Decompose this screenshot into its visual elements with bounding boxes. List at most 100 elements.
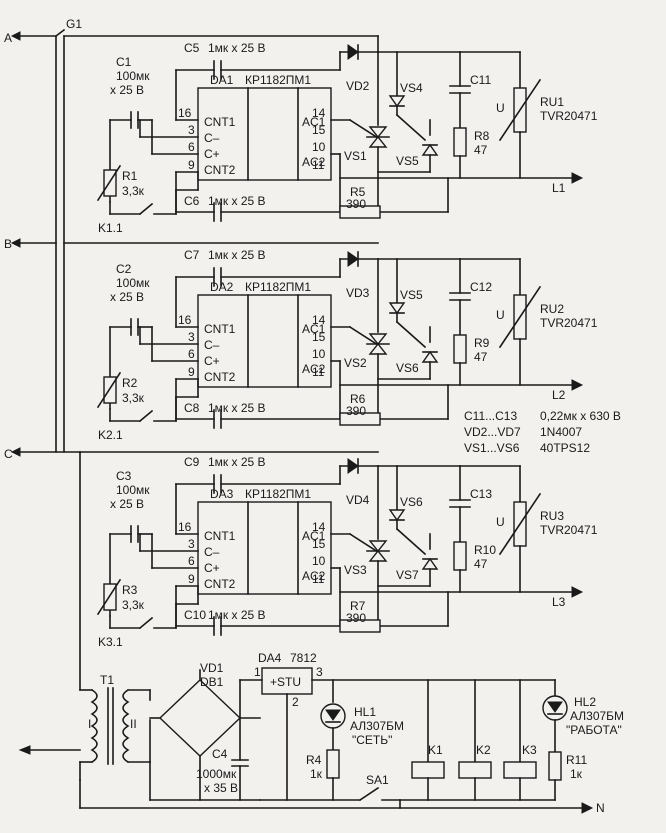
svg-text:C5: C5 bbox=[184, 41, 200, 55]
svg-text:100мк: 100мк bbox=[116, 276, 150, 290]
svg-text:HL2: HL2 bbox=[574, 695, 596, 709]
svg-text:CNT2: CNT2 bbox=[204, 370, 236, 384]
svg-text:1000мк: 1000мк bbox=[196, 767, 237, 781]
svg-text:+STU: +STU bbox=[270, 675, 301, 689]
svg-text:C+: C+ bbox=[204, 147, 220, 161]
svg-text:AC2: AC2 bbox=[302, 569, 326, 583]
svg-text:47: 47 bbox=[474, 557, 488, 571]
svg-text:C11...C13: C11...C13 bbox=[464, 409, 517, 423]
svg-text:TVR20471: TVR20471 bbox=[540, 109, 598, 123]
svg-text:K3: K3 bbox=[522, 743, 537, 757]
svg-text:C12: C12 bbox=[470, 280, 492, 294]
svg-text:16: 16 bbox=[178, 313, 192, 327]
svg-text:11: 11 bbox=[312, 365, 325, 379]
svg-text:1мк x 25 В: 1мк x 25 В bbox=[208, 401, 266, 415]
svg-text:0,22мк x 630 В: 0,22мк x 630 В bbox=[540, 409, 621, 423]
svg-text:II: II bbox=[130, 717, 137, 731]
channel-1-labels: DA1 КР1182ПМ1 16 3 6 9 CNT1 C– C+ CNT2 A… bbox=[98, 41, 598, 235]
svg-text:R7: R7 bbox=[350, 599, 366, 613]
svg-text:9: 9 bbox=[188, 572, 195, 586]
svg-text:HL1: HL1 bbox=[354, 705, 376, 719]
svg-text:100мк: 100мк bbox=[116, 69, 150, 83]
svg-text:C6: C6 bbox=[184, 194, 200, 208]
svg-text:K2.1: K2.1 bbox=[98, 428, 123, 442]
svg-text:1N4007: 1N4007 bbox=[540, 425, 582, 439]
svg-text:VD2: VD2 bbox=[346, 79, 370, 93]
svg-text:VS1: VS1 bbox=[344, 149, 367, 163]
svg-text:1мк x 25 В: 1мк x 25 В bbox=[208, 608, 266, 622]
svg-text:CNT1: CNT1 bbox=[204, 529, 236, 543]
rail-a: A bbox=[4, 31, 12, 45]
svg-text:DA3: DA3 bbox=[210, 487, 234, 501]
svg-text:АЛ307БМ: АЛ307БМ bbox=[350, 719, 404, 733]
svg-text:R11: R11 bbox=[566, 753, 587, 767]
svg-text:6: 6 bbox=[188, 554, 195, 568]
svg-text:14: 14 bbox=[312, 313, 326, 327]
svg-text:3: 3 bbox=[316, 665, 323, 679]
svg-text:2: 2 bbox=[292, 695, 299, 709]
svg-text:DA2: DA2 bbox=[210, 280, 234, 294]
psu-labels: T1 I II VD1 DB1 C4 1000мк x 35 В DA4 781… bbox=[88, 651, 624, 795]
svg-text:VS7: VS7 bbox=[396, 568, 419, 582]
svg-text:C+: C+ bbox=[204, 561, 220, 575]
svg-text:x 25 В: x 25 В bbox=[110, 497, 144, 511]
svg-text:VS5: VS5 bbox=[396, 154, 419, 168]
svg-text:11: 11 bbox=[312, 572, 325, 586]
channel-1 bbox=[97, 44, 583, 222]
svg-text:I: I bbox=[88, 717, 91, 731]
svg-text:R3: R3 bbox=[122, 583, 138, 597]
svg-text:VD2...VD7: VD2...VD7 bbox=[464, 425, 521, 439]
svg-text:6: 6 bbox=[188, 140, 195, 154]
svg-text:CNT2: CNT2 bbox=[204, 577, 236, 591]
rail-c: C bbox=[4, 447, 13, 461]
svg-text:VS3: VS3 bbox=[344, 563, 367, 577]
svg-text:15: 15 bbox=[312, 537, 326, 551]
svg-text:390: 390 bbox=[346, 197, 366, 211]
svg-text:SA1: SA1 bbox=[366, 773, 389, 787]
svg-text:16: 16 bbox=[178, 520, 192, 534]
rail-b: B bbox=[4, 237, 12, 251]
channel-3 bbox=[97, 458, 583, 636]
svg-text:10: 10 bbox=[312, 554, 326, 568]
svg-text:100мк: 100мк bbox=[116, 483, 150, 497]
svg-text:L3: L3 bbox=[552, 595, 566, 609]
svg-text:390: 390 bbox=[346, 611, 366, 625]
svg-text:10: 10 bbox=[312, 140, 326, 154]
svg-text:3,3к: 3,3к bbox=[122, 184, 145, 198]
svg-text:VD1: VD1 bbox=[200, 661, 224, 675]
svg-text:КР1182ПМ1: КР1182ПМ1 bbox=[245, 487, 311, 501]
svg-text:C4: C4 bbox=[212, 747, 228, 761]
svg-text:U: U bbox=[496, 101, 505, 115]
svg-text:L2: L2 bbox=[552, 388, 566, 402]
svg-text:RU1: RU1 bbox=[540, 95, 564, 109]
svg-text:C3: C3 bbox=[116, 469, 132, 483]
svg-text:КР1182ПМ1: КР1182ПМ1 bbox=[245, 280, 311, 294]
svg-text:"СЕТЬ": "СЕТЬ" bbox=[352, 733, 392, 747]
svg-text:R2: R2 bbox=[122, 376, 138, 390]
svg-text:3: 3 bbox=[188, 537, 195, 551]
svg-text:K1: K1 bbox=[428, 743, 443, 757]
svg-text:9: 9 bbox=[188, 158, 195, 172]
svg-text:АЛ307БМ: АЛ307БМ bbox=[570, 709, 624, 723]
svg-text:L1: L1 bbox=[552, 181, 566, 195]
svg-text:TVR20471: TVR20471 bbox=[540, 316, 598, 330]
svg-text:3,3к: 3,3к bbox=[122, 391, 145, 405]
svg-text:CNT1: CNT1 bbox=[204, 322, 236, 336]
svg-text:1мк x 25 В: 1мк x 25 В bbox=[208, 194, 266, 208]
svg-text:AC1: AC1 bbox=[302, 115, 326, 129]
svg-text:R5: R5 bbox=[350, 185, 366, 199]
svg-text:T1: T1 bbox=[100, 673, 114, 687]
svg-text:C10: C10 bbox=[184, 608, 206, 622]
svg-text:47: 47 bbox=[474, 143, 488, 157]
svg-text:x 25 В: x 25 В bbox=[110, 290, 144, 304]
svg-text:R9: R9 bbox=[474, 336, 490, 350]
svg-text:1мк x 25 В: 1мк x 25 В bbox=[208, 455, 266, 469]
svg-text:C+: C+ bbox=[204, 354, 220, 368]
svg-text:C13: C13 bbox=[470, 487, 492, 501]
svg-text:16: 16 bbox=[178, 106, 192, 120]
svg-text:VS6: VS6 bbox=[396, 361, 419, 375]
svg-text:R8: R8 bbox=[474, 129, 490, 143]
svg-text:C11: C11 bbox=[470, 73, 491, 87]
svg-text:K2: K2 bbox=[476, 743, 491, 757]
svg-text:VD4: VD4 bbox=[346, 493, 370, 507]
